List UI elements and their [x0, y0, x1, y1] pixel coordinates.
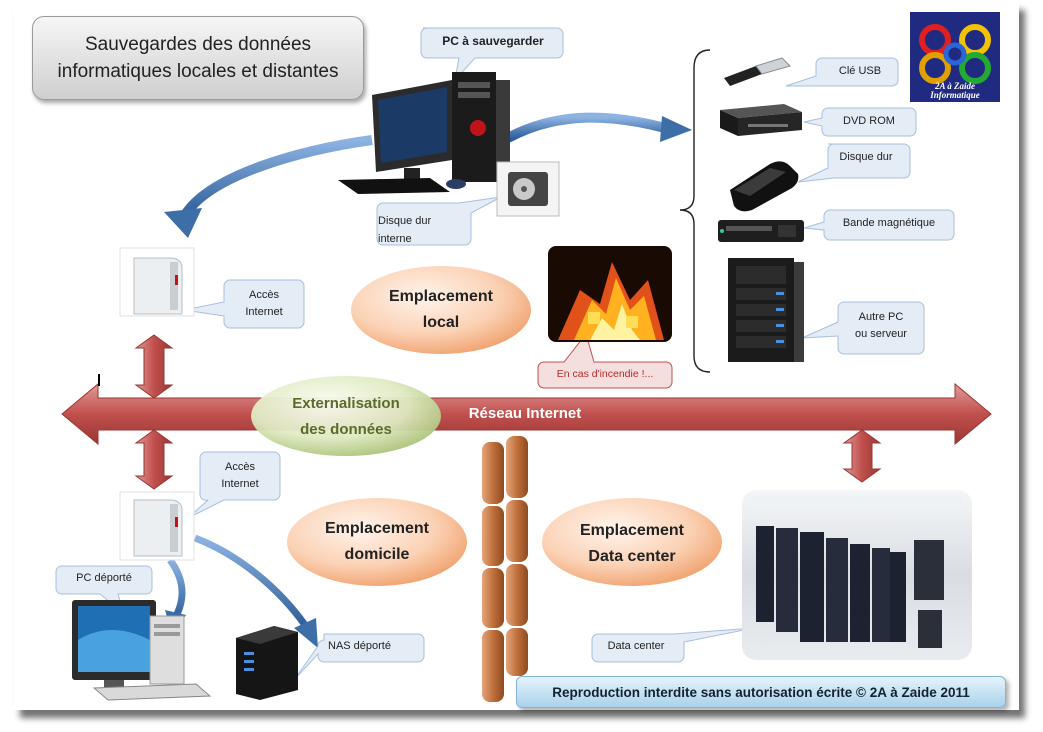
- arrow-pc-to-access: [164, 135, 373, 238]
- arrow-pc-to-media: [505, 112, 692, 143]
- label-access-bottom: Accès Internet: [200, 459, 280, 493]
- tape-drive-icon: [718, 220, 804, 242]
- usb-key-icon: [724, 57, 791, 86]
- label-dvd-rom: DVD ROM: [843, 115, 895, 127]
- outsourcing-line-2: des données: [300, 421, 392, 438]
- dvd-rom-icon: [720, 104, 802, 136]
- title-line-1: Sauvegardes des données: [84, 34, 312, 55]
- location-dc-line-2: Data center: [588, 548, 676, 565]
- label-other-pc-line-2: ou serveur: [855, 328, 907, 340]
- network-label: Réseau Internet: [468, 405, 582, 422]
- callout-tape: [803, 209, 955, 241]
- label-hard-disk: Disque dur: [839, 151, 893, 163]
- oval-datacenter: [542, 498, 722, 586]
- label-remote-nas: NAS déporté: [328, 640, 391, 652]
- internet-access-top-icon: [119, 247, 195, 317]
- oval-local: [351, 266, 531, 354]
- callout-fire: [537, 332, 673, 389]
- location-local-line-2: local: [422, 314, 460, 331]
- internal-disk-icon: [496, 161, 560, 217]
- firewall-icon: [482, 436, 528, 702]
- logo-text: 2A à Zaide Informatique: [912, 82, 998, 100]
- house-fire-icon: [548, 246, 672, 342]
- label-access-top: Accès Internet: [224, 287, 304, 321]
- label-fire: En cas d'incendie !...: [556, 368, 654, 380]
- label-internal-disk: Disque dur interne: [378, 212, 464, 248]
- label-access-top-line-1: Accès: [249, 289, 279, 301]
- location-local-label: Emplacement local: [361, 284, 521, 336]
- outsourcing-label: Externalisation des données: [266, 391, 426, 443]
- oval-outsourcing: [251, 376, 441, 456]
- diagram-title: Sauvegardes des données informatiques lo…: [32, 16, 364, 100]
- logo-text-line-1: 2A à Zaide: [935, 81, 975, 91]
- callout-data-center: [591, 627, 755, 663]
- arrow-access-to-nas: [193, 534, 318, 648]
- cursor-mark: [98, 374, 100, 386]
- internet-access-bottom-icon: [119, 491, 195, 561]
- label-remote-pc: PC déporté: [76, 572, 132, 584]
- label-access-bottom-line-1: Accès: [225, 461, 255, 473]
- pc-to-backup-icon: [338, 72, 510, 194]
- vertical-arrow-datacenter: [842, 429, 882, 483]
- company-logo: [910, 12, 1000, 102]
- callout-access-top: [183, 279, 305, 329]
- label-access-top-line-2: Internet: [245, 306, 283, 318]
- label-other-pc: Autre PC ou serveur: [838, 309, 924, 343]
- location-local-line-1: Emplacement: [388, 288, 494, 305]
- callout-other-pc: [801, 301, 925, 355]
- remote-pc-icon: [72, 600, 212, 701]
- label-pc-to-backup: PC à sauvegarder: [442, 34, 544, 48]
- label-internal-disk-line-1: Disque dur: [378, 215, 432, 227]
- label-access-bottom-line-2: Internet: [221, 478, 259, 490]
- oval-home: [287, 498, 467, 586]
- label-data-center: Data center: [607, 640, 665, 652]
- vertical-arrow-top-access: [134, 334, 174, 399]
- location-home-line-2: domicile: [344, 546, 410, 563]
- external-hard-disk-icon: [730, 161, 799, 212]
- nas-icon: [236, 626, 298, 700]
- location-home-line-1: Emplacement: [324, 520, 430, 537]
- data-center-icon: [742, 490, 972, 660]
- location-dc-line-1: Emplacement: [579, 522, 685, 539]
- label-tape: Bande magnétique: [842, 217, 936, 229]
- vertical-arrow-bottom-access: [134, 429, 174, 490]
- media-bracket: [679, 49, 711, 373]
- callout-remote-nas: [293, 633, 425, 681]
- label-usb-key: Clé USB: [838, 65, 882, 77]
- callout-internal-disk: [376, 196, 502, 246]
- label-other-pc-line-1: Autre PC: [858, 311, 904, 323]
- copyright-footer: Reproduction interdite sans autorisation…: [516, 676, 1006, 708]
- location-home-label: Emplacement domicile: [297, 516, 457, 568]
- outsourcing-line-1: Externalisation: [292, 395, 400, 412]
- label-internal-disk-line-2: interne: [378, 233, 412, 245]
- server-icon: [728, 258, 804, 362]
- callout-hard-disk: [797, 143, 911, 183]
- callout-usb: [785, 57, 899, 87]
- callout-access-bottom: [187, 451, 281, 519]
- logo-text-line-2: Informatique: [930, 90, 980, 100]
- callout-dvd: [803, 107, 917, 137]
- title-line-2: informatiques locales et distantes: [57, 61, 339, 82]
- location-dc-label: Emplacement Data center: [552, 518, 712, 570]
